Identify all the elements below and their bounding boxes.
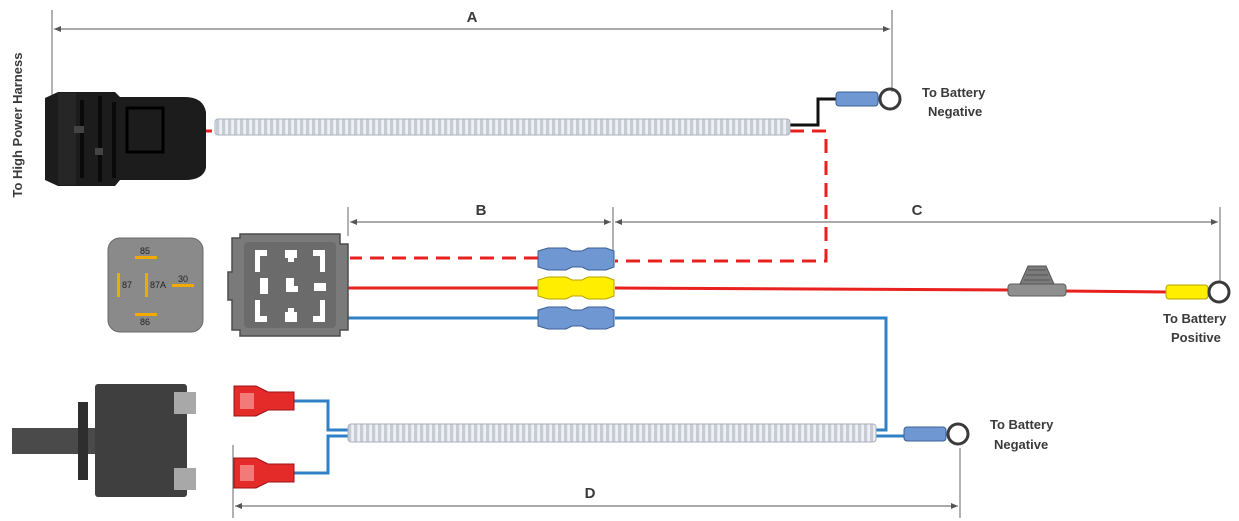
- butt-connector-dashed-red: [537, 247, 615, 271]
- battery-negative-top-label: To Battery: [922, 85, 986, 100]
- high-power-harness-label: To High Power Harness: [10, 53, 25, 198]
- relay-pin-87: 87: [122, 280, 132, 290]
- butt-connector-red: [537, 276, 615, 300]
- relay-socket: [227, 233, 349, 337]
- butt-connector-blue: [537, 306, 615, 330]
- dimension-c-label: C: [912, 202, 923, 219]
- battery-negative-bottom-label-2: Negative: [994, 437, 1048, 452]
- top-wire-loom: [214, 118, 791, 136]
- dimension-c: C: [615, 202, 1221, 283]
- blue-switch-wires: [294, 399, 350, 475]
- battery-positive-label: To Battery: [1163, 311, 1227, 326]
- relay-pin-86: 86: [140, 317, 150, 327]
- spade-terminal-top: [233, 385, 295, 417]
- relay-pin-87a: 87A: [150, 280, 166, 290]
- spade-terminal-bottom: [233, 457, 295, 489]
- battery-negative-bottom-label: To Battery: [990, 417, 1054, 432]
- dimension-d-label: D: [585, 485, 596, 502]
- battery-positive-label-2: Positive: [1171, 330, 1221, 345]
- battery-negative-top-label-2: Negative: [928, 104, 982, 119]
- black-ground-wire: [790, 97, 838, 127]
- relay-pin-diagram: 85 87 87A 30 86: [107, 237, 204, 333]
- dimension-a-label: A: [467, 9, 478, 26]
- bottom-wire-loom: [347, 423, 877, 443]
- relay-pin-85: 85: [140, 246, 150, 256]
- relay-pin-30: 30: [178, 274, 188, 284]
- dimension-d: D: [232, 445, 961, 518]
- ring-terminal-bottom: [903, 422, 970, 446]
- blue-signal-wire: [348, 316, 888, 432]
- dimension-b-label: B: [476, 202, 487, 219]
- rocker-switch: [12, 384, 196, 497]
- ring-terminal-top: [835, 87, 902, 111]
- ring-terminal-positive: [1165, 280, 1231, 304]
- harness-connector: [45, 92, 206, 186]
- inline-fuse-holder: [1007, 265, 1067, 297]
- red-power-wire: [348, 286, 1169, 294]
